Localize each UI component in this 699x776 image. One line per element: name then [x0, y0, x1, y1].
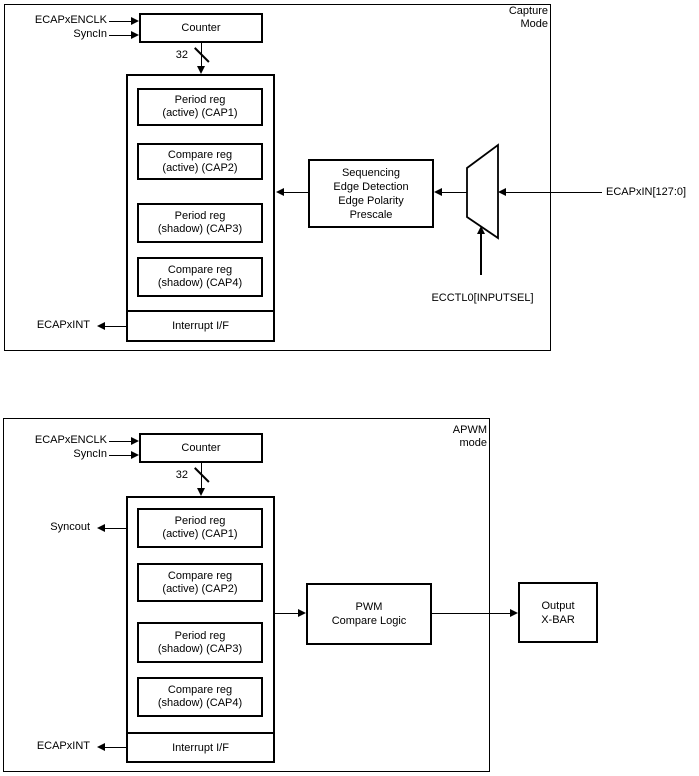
reg-line: Compare reg: [167, 148, 233, 161]
apwm-pwm-to-xbar-line: [432, 612, 511, 614]
reg-line: Period reg: [174, 210, 226, 222]
capture-mode-label-line1: Capture: [508, 5, 548, 17]
apwm-reg-to-pwm-arrow-icon: [298, 608, 306, 617]
reg-line: Compare reg: [167, 684, 233, 696]
capture-bus-width-label: 32: [175, 49, 188, 61]
capture-ecapxin-arrow-icon: [498, 187, 506, 196]
capture-syncin-line: [109, 34, 131, 36]
apwm-syncout-arrow-icon: [97, 523, 105, 532]
reg-line: (active) (CAP2): [162, 161, 238, 174]
pwm-logic-line: Compare Logic: [331, 615, 407, 627]
reg-line: Compare reg: [167, 264, 233, 276]
capture-syncin-arrow-icon: [131, 30, 139, 39]
capture-interrupt-label: Interrupt I/F: [172, 320, 229, 332]
capture-seq-to-reg-arrow-icon: [276, 187, 284, 196]
reg-line: (shadow) (CAP4): [157, 277, 243, 289]
capture-ecapxint-arrow-icon: [97, 321, 105, 330]
capture-enclk-line: [109, 20, 131, 22]
capture-muxsel-arrow-icon: [476, 226, 485, 234]
capture-ecapxin-line: [506, 191, 602, 193]
sequencing-line: Sequencing: [341, 166, 401, 179]
input-mux: [466, 143, 499, 240]
reg-line: (shadow) (CAP3): [157, 223, 243, 235]
capture-counter-block: Counter: [139, 13, 263, 43]
apwm-mode-label-line1: APWM: [452, 424, 487, 436]
reg-line: (shadow) (CAP3): [157, 642, 243, 655]
capture-muxsel-label: ECCTL0[INPUTSEL]: [431, 292, 534, 304]
output-xbar-line: X-BAR: [541, 613, 575, 626]
apwm-pwm-to-xbar-arrow-icon: [510, 608, 518, 617]
apwm-syncout-label: Syncout: [50, 521, 90, 533]
capture-enclk-label: ECAPxENCLK: [34, 14, 107, 26]
apwm-counter-block: Counter: [139, 433, 263, 463]
capture-syncin-label: SyncIn: [73, 28, 107, 40]
capture-sequencing-block: Sequencing Edge Detection Edge Polarity …: [308, 159, 434, 228]
apwm-interrupt-label: Interrupt I/F: [172, 741, 229, 754]
apwm-counter-label: Counter: [181, 442, 221, 454]
output-xbar-line: Output: [541, 599, 575, 612]
capture-mode-frame: [4, 4, 551, 351]
apwm-ecapxint-arrow-icon: [97, 742, 105, 751]
sequencing-line: Edge Polarity: [338, 194, 404, 207]
apwm-enclk-label: ECAPxENCLK: [34, 434, 107, 446]
capture-bus-arrow-icon: [196, 66, 205, 74]
apwm-compare-reg-cap2: Compare reg (active) (CAP2): [137, 563, 263, 602]
reg-line: Period reg: [174, 94, 226, 106]
apwm-period-reg-cap1: Period reg (active) (CAP1): [137, 508, 263, 548]
capture-mux-out-arrow-icon: [434, 187, 442, 196]
capture-enclk-arrow-icon: [131, 16, 139, 25]
capture-seq-to-reg-line: [284, 191, 308, 193]
apwm-enclk-line: [109, 440, 131, 442]
capture-ecapxin-label: ECAPxIN[127:0]: [606, 186, 687, 198]
apwm-interrupt-block: Interrupt I/F: [126, 732, 275, 763]
apwm-output-xbar-block: Output X-BAR: [518, 582, 598, 643]
apwm-pwm-logic-block: PWM Compare Logic: [306, 583, 432, 645]
capture-period-reg-cap1: Period reg (active) (CAP1): [137, 88, 263, 126]
apwm-syncin-line: [109, 454, 131, 456]
apwm-reg-to-pwm-line: [275, 612, 299, 614]
apwm-syncin-label: SyncIn: [73, 448, 107, 460]
capture-period-reg-cap3: Period reg (shadow) (CAP3): [137, 203, 263, 243]
capture-compare-reg-cap2: Compare reg (active) (CAP2): [137, 143, 263, 180]
reg-line: (active) (CAP2): [162, 582, 238, 595]
reg-line: (active) (CAP1): [162, 107, 238, 119]
capture-muxsel-line: [480, 234, 482, 275]
reg-line: (shadow) (CAP4): [157, 697, 243, 709]
apwm-mode-label-line2: mode: [459, 437, 487, 449]
capture-ecapxint-label: ECAPxINT: [36, 319, 90, 331]
reg-line: Period reg: [174, 515, 226, 527]
apwm-bus-arrow-icon: [196, 488, 205, 496]
capture-compare-reg-cap4: Compare reg (shadow) (CAP4): [137, 257, 263, 297]
capture-counter-label: Counter: [181, 22, 221, 34]
apwm-bus-width-label: 32: [175, 469, 188, 481]
apwm-compare-reg-cap4: Compare reg (shadow) (CAP4): [137, 677, 263, 717]
capture-mode-label-line2: Mode: [520, 18, 548, 30]
apwm-period-reg-cap3: Period reg (shadow) (CAP3): [137, 622, 263, 663]
apwm-syncout-line: [105, 527, 126, 529]
sequencing-line: Prescale: [349, 208, 393, 221]
reg-line: (active) (CAP1): [162, 528, 238, 540]
capture-mode-label: Capture Mode: [468, 5, 548, 31]
capture-mux-out-line: [442, 191, 467, 193]
capture-interrupt-block: Interrupt I/F: [126, 310, 275, 342]
pwm-logic-line: PWM: [355, 601, 383, 613]
apwm-syncin-arrow-icon: [131, 450, 139, 459]
reg-line: Compare reg: [167, 569, 233, 582]
apwm-enclk-arrow-icon: [131, 436, 139, 445]
apwm-mode-label: APWM mode: [407, 424, 487, 450]
apwm-ecapxint-line: [105, 746, 126, 748]
capture-ecapxint-line: [105, 325, 126, 327]
reg-line: Period reg: [174, 629, 226, 642]
apwm-ecapxint-label: ECAPxINT: [36, 740, 90, 752]
sequencing-line: Edge Detection: [333, 180, 409, 193]
